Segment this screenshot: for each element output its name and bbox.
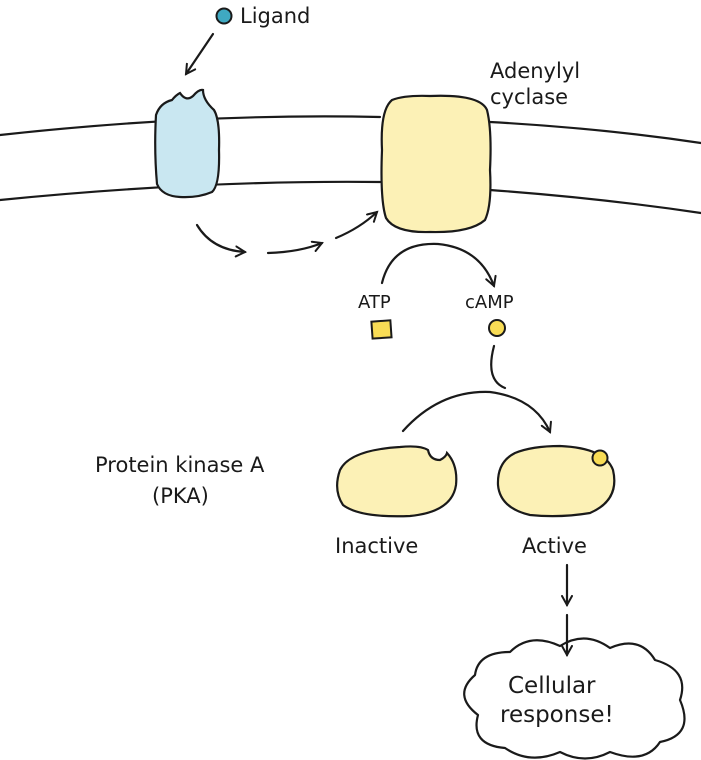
pka-label-line2: (PKA) xyxy=(152,484,209,508)
ligand-binding-arrow xyxy=(186,32,215,74)
adenylyl-cyclase-label-line1: Adenylyl xyxy=(490,59,580,83)
atp-to-camp-arrow xyxy=(380,242,494,286)
pka-activation-arrow xyxy=(401,390,550,432)
camp-to-pka-arrow xyxy=(490,344,507,390)
pka-label-line1: Protein kinase A xyxy=(95,453,265,477)
camp-molecule xyxy=(488,319,506,337)
response-cloud xyxy=(463,637,686,760)
inactive-label: Inactive xyxy=(335,534,418,558)
bound-camp xyxy=(591,449,609,467)
active-label: Active xyxy=(522,534,587,558)
adenylyl-cyclase-label-line2: cyclase xyxy=(490,85,568,109)
signal-arrows xyxy=(195,212,377,253)
response-label-line1: Cellular xyxy=(508,673,596,699)
pka-inactive xyxy=(336,445,458,518)
ligand-molecule xyxy=(215,7,233,25)
camp-label: cAMP xyxy=(465,292,514,313)
atp-label: ATP xyxy=(358,292,391,313)
atp-molecule xyxy=(370,319,393,340)
receptor xyxy=(154,88,221,199)
response-label-line2: response! xyxy=(500,702,614,728)
adenylyl-cyclase xyxy=(380,94,492,234)
pka-active xyxy=(496,444,616,518)
cell-membrane xyxy=(0,115,701,215)
ligand-label: Ligand xyxy=(240,4,310,28)
